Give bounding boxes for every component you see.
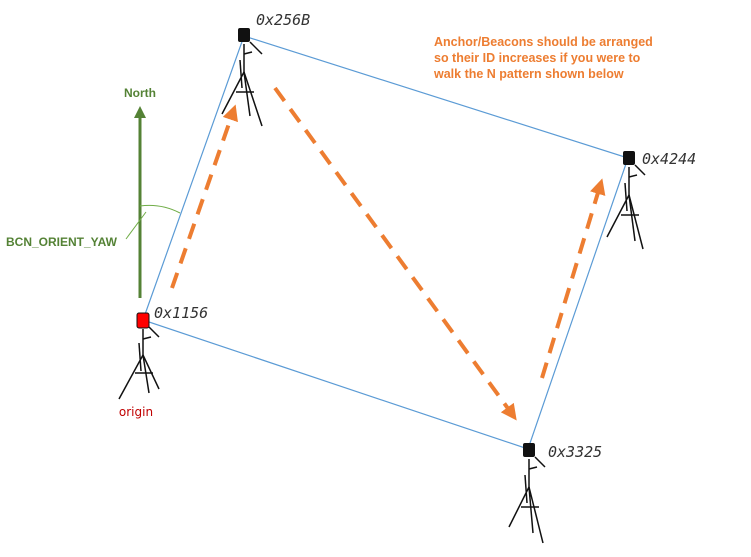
beacon-0x256B[interactable]: [221, 28, 263, 127]
path-segment-3: [540, 178, 606, 379]
origin-label: origin: [119, 405, 153, 419]
tripod-icon: [221, 41, 263, 127]
tripod-icon: [508, 456, 546, 544]
tripod-icon: [606, 164, 646, 250]
beacon-id-0x1156: 0x1156: [154, 304, 208, 322]
yaw-leader-line: [125, 211, 147, 240]
beacon-id-0x4244: 0x4244: [642, 150, 696, 168]
beacon-id-0x256B: 0x256B: [256, 11, 310, 29]
north-label: North: [124, 86, 156, 100]
note-line-3: walk the N pattern shown below: [433, 67, 624, 81]
tripod-icon: [118, 326, 160, 400]
yaw-label: BCN_ORIENT_YAW: [6, 235, 118, 249]
note-line-2: so their ID increases if you were to: [434, 51, 641, 65]
yaw-angle-arc: [139, 204, 181, 214]
instruction-note: Anchor/Beacons should be arranged so the…: [433, 35, 656, 81]
path-segment-1: [170, 104, 238, 289]
path-segment-2: [273, 86, 517, 421]
beacon-0x4244[interactable]: [606, 151, 646, 250]
beacon-device-icon: [238, 28, 250, 42]
n-pattern-path: [170, 86, 606, 421]
origin-beacon-device-icon: [136, 312, 150, 329]
beacon-device-icon: [523, 443, 535, 457]
note-line-1: Anchor/Beacons should be arranged: [434, 35, 653, 49]
beacon-id-0x3325: 0x3325: [548, 443, 602, 461]
beacon-device-icon: [623, 151, 635, 165]
beacon-0x1156[interactable]: [118, 312, 160, 400]
beacon-0x3325[interactable]: [508, 443, 546, 544]
